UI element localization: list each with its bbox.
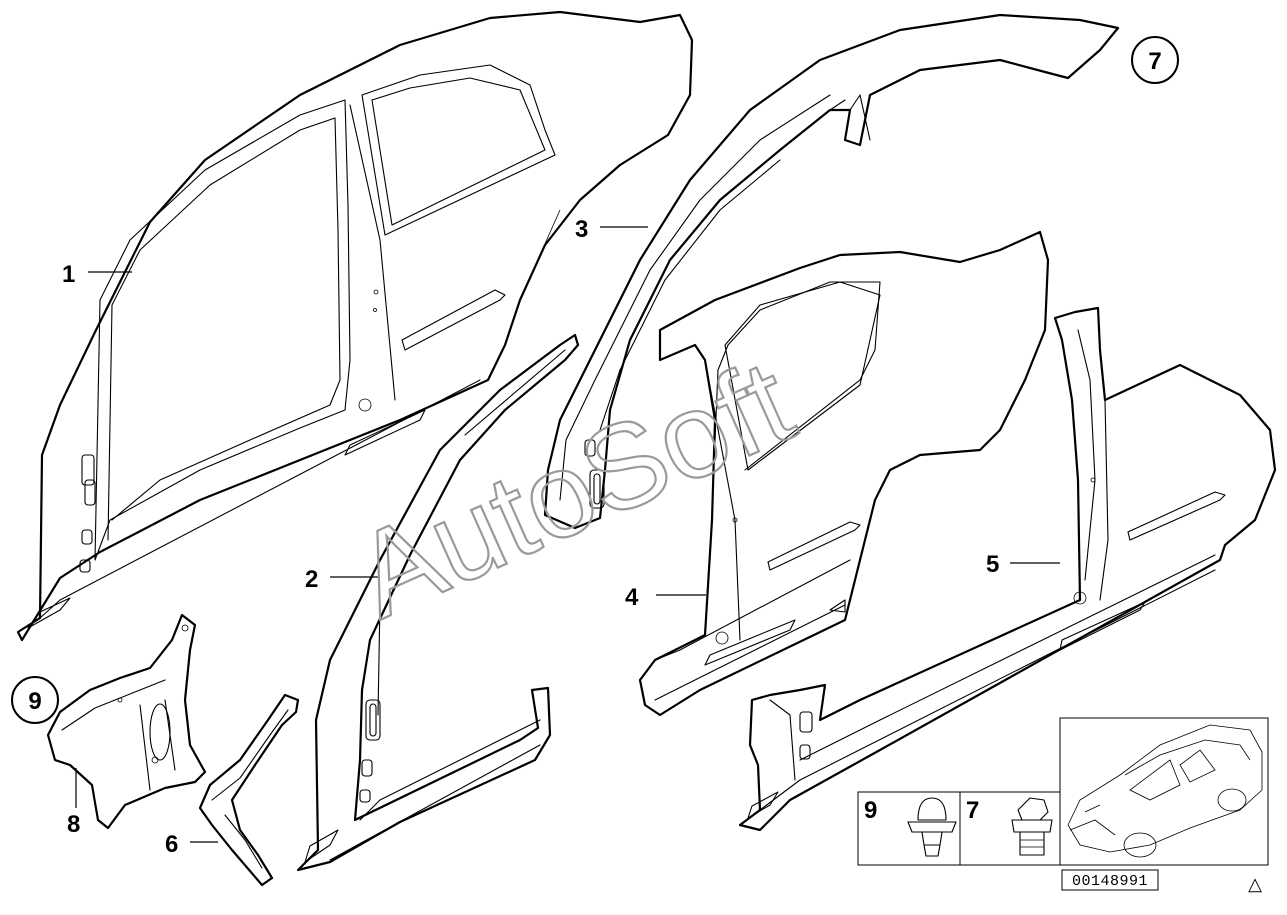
part-number: 00148991 — [1072, 873, 1148, 890]
callout-4: 4 — [625, 584, 639, 611]
callout-numbers: 1 2 3 4 5 6 8 — [62, 216, 999, 858]
callout-5: 5 — [986, 551, 999, 578]
part-2-a-pillar — [296, 333, 580, 872]
callout-3: 3 — [575, 216, 588, 243]
vehicle-thumbnail — [1059, 717, 1269, 866]
part-1-side-frame — [16, 10, 694, 642]
callout-8: 8 — [67, 811, 80, 838]
part-8-inner-bracket — [46, 613, 207, 830]
clip-icon — [907, 797, 957, 857]
circled-ref-7: 7 — [1131, 36, 1179, 84]
leader-lines — [75, 226, 1060, 843]
fastener-inset: 9 7 — [857, 791, 1061, 866]
circled-ref-9-label: 9 — [28, 688, 41, 715]
bolt-icon — [1011, 797, 1053, 856]
circled-ref-9: 9 — [11, 676, 59, 724]
part-5-rear-section — [738, 306, 1277, 832]
part-3-roof-frame — [543, 13, 1120, 530]
part-4-rear-quarter — [638, 230, 1050, 717]
part-number-box: 00148991 — [1061, 869, 1159, 891]
part-6-reinforcement — [198, 693, 300, 887]
warning-triangle-icon: △ — [1248, 874, 1262, 894]
circled-ref-7-label: 7 — [1148, 48, 1161, 75]
fastener-label-7: 7 — [966, 797, 979, 824]
callout-6: 6 — [165, 831, 178, 858]
callout-2: 2 — [305, 566, 318, 593]
callout-1: 1 — [62, 261, 75, 288]
fastener-label-9: 9 — [864, 797, 877, 824]
